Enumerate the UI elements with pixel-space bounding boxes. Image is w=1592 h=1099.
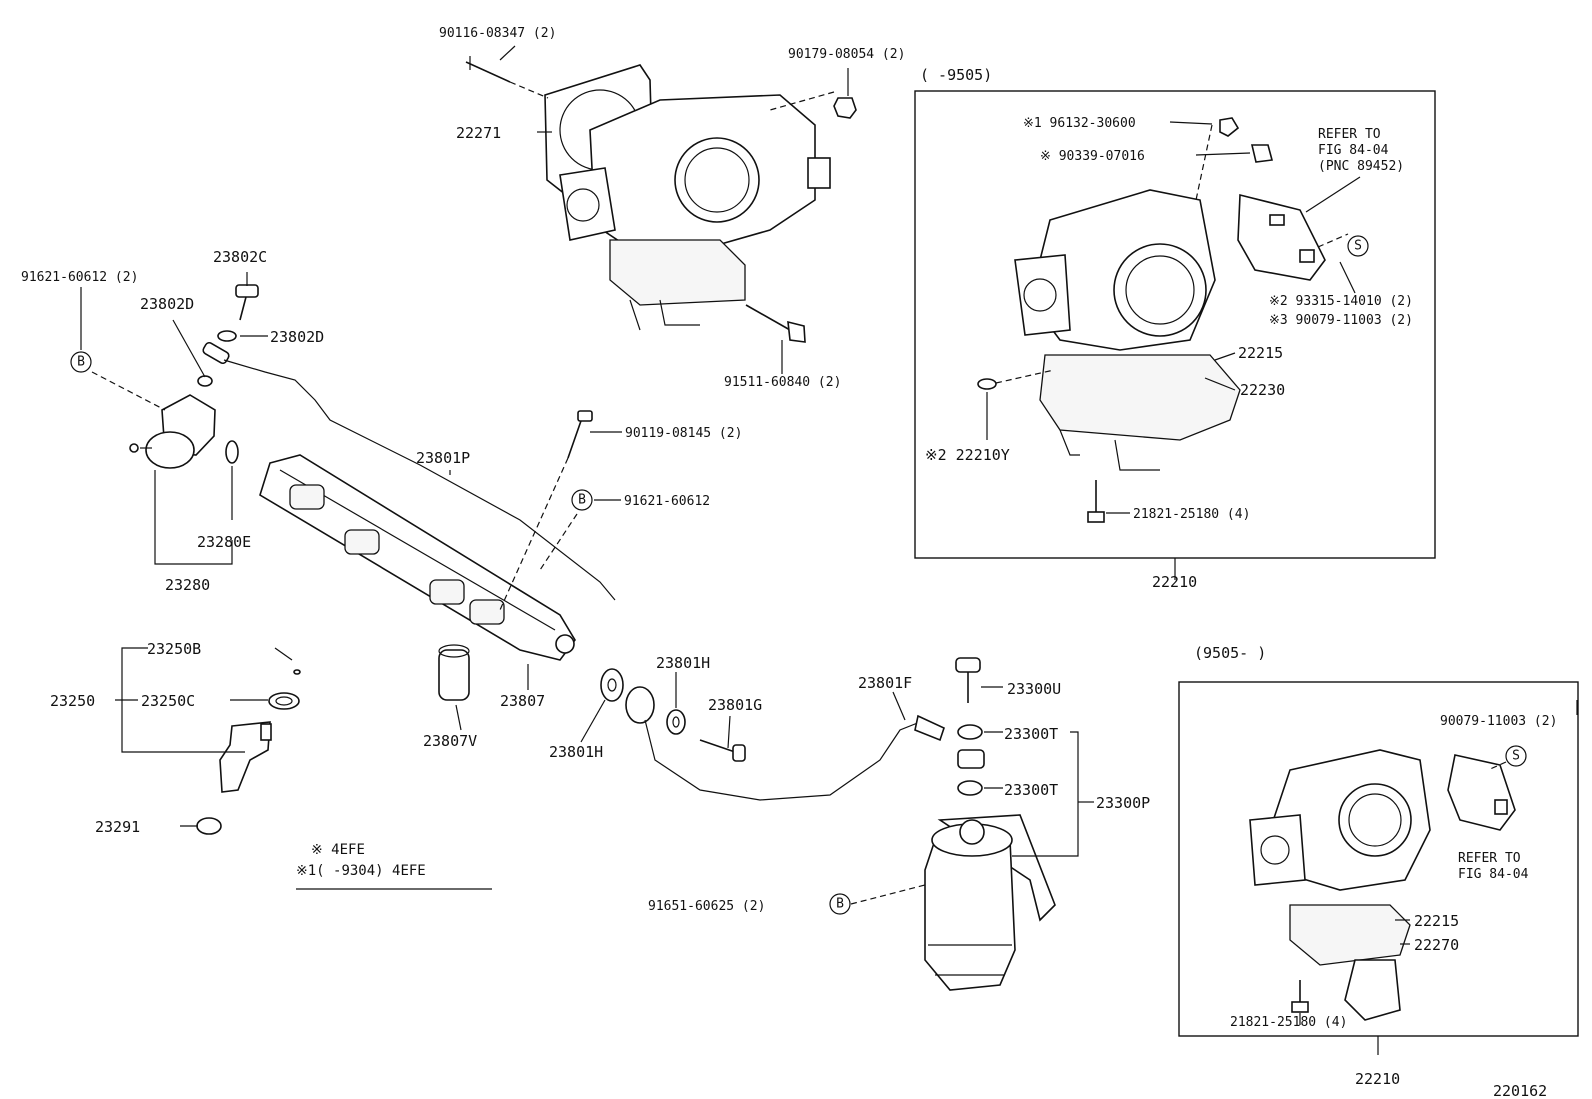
label-23802c: 23802C — [213, 248, 267, 266]
figure-code: 220162 — [1493, 1082, 1547, 1099]
fuel-hose-23801f — [625, 686, 945, 801]
insulator-23807v — [438, 644, 470, 701]
circle-mark-b-filter-label: B — [836, 897, 844, 912]
o-ring-23280e — [225, 440, 239, 464]
sensor-module-inset1 — [1237, 193, 1326, 281]
bolt-91511 — [745, 304, 806, 343]
circle-mark-s-inset2 — [1505, 745, 1527, 767]
bulb-90339 — [1250, 144, 1274, 163]
fitting-23300t — [957, 749, 985, 769]
gasket-22210y — [977, 378, 997, 390]
throttle-body-inset2 — [1249, 749, 1431, 1021]
circle-mark-b-filter — [829, 893, 851, 915]
o-ring-23291 — [196, 817, 222, 835]
bolt-21821-inset1 — [1087, 480, 1105, 523]
inset2-title: (9505- ) — [1194, 644, 1266, 662]
label-23280: 23280 — [165, 576, 210, 594]
label-22215-inset1: 22215 — [1238, 344, 1283, 362]
fuel-filter-23300p — [924, 814, 1056, 991]
throttle-body-inset1 — [1014, 189, 1241, 471]
delivery-pipe-23807 — [259, 454, 576, 661]
label-23801h-bottom: 23801H — [549, 743, 603, 761]
circle-mark-s-inset2-label: S — [1512, 749, 1520, 764]
union-bolt-23801g — [699, 739, 746, 762]
refer-line-3: (PNC 89452) — [1318, 159, 1404, 174]
inset1-title: ( -9505) — [920, 66, 992, 84]
label-22215-inset2: 22215 — [1414, 912, 1459, 930]
refer-line-1: REFER TO — [1318, 127, 1381, 142]
refer2-line-1: REFER TO — [1458, 851, 1521, 866]
label-22230: 22230 — [1240, 381, 1285, 399]
label-90339-07016: ※ 90339-07016 — [1040, 149, 1145, 164]
circle-mark-b-center-label: B — [578, 493, 586, 508]
injector-23250 — [219, 669, 301, 793]
label-90179-08054: 90179-08054 (2) — [788, 47, 905, 62]
circle-mark-b-center — [571, 489, 593, 511]
bolt-90119 — [567, 410, 593, 459]
label-23801f: 23801F — [858, 674, 912, 692]
note-4efe: ※ 4EFE — [311, 842, 365, 858]
bolt-23802c — [235, 284, 259, 321]
circle-mark-b-left — [70, 351, 92, 373]
label-23801g: 23801G — [708, 696, 762, 714]
label-23300t-upper: 23300T — [1004, 725, 1058, 743]
label-22271: 22271 — [456, 124, 501, 142]
nut-90179 — [833, 97, 857, 119]
clip-96132 — [1219, 117, 1240, 137]
label-23291: 23291 — [95, 818, 140, 836]
gasket-23300t-upper — [957, 724, 983, 740]
throttle-body-main — [544, 64, 831, 331]
circle-mark-s-inset1-label: S — [1354, 239, 1362, 254]
label-21821-25180-inset1: 21821-25180 (4) — [1133, 507, 1250, 522]
label-23807: 23807 — [500, 692, 545, 710]
gasket-23300t-lower — [957, 780, 983, 796]
pressure-regulator-23280 — [129, 394, 216, 469]
label-22210-inset1: 22210 — [1152, 573, 1197, 591]
label-23250: 23250 — [50, 692, 95, 710]
circle-mark-s-inset1 — [1347, 235, 1369, 257]
fuel-pipe-23801p — [202, 341, 616, 601]
label-23300u: 23300U — [1007, 680, 1061, 698]
label-91621-60612: 91621-60612 — [624, 494, 710, 509]
label-90116-08347: 90116-08347 (2) — [439, 26, 556, 41]
gasket-23802d-upper — [217, 330, 237, 342]
label-23300t-lower: 23300T — [1004, 781, 1058, 799]
label-23801p: 23801P — [416, 449, 470, 467]
label-23250c: 23250C — [141, 692, 195, 710]
bolt-21821-inset2 — [1291, 980, 1309, 1013]
label-93315-14010: ※2 93315-14010 (2) — [1269, 294, 1413, 309]
circle-mark-b-left-label: B — [77, 355, 85, 370]
label-91651-60625: 91651-60625 (2) — [648, 899, 765, 914]
note-9304-4efe: ※1( -9304) 4EFE — [296, 863, 426, 879]
refer2-line-2: FIG 84-04 — [1458, 867, 1529, 882]
label-22270: 22270 — [1414, 936, 1459, 954]
label-91511-60840: 91511-60840 (2) — [724, 375, 841, 390]
label-23300p: 23300P — [1096, 794, 1150, 812]
label-22210-inset2: 22210 — [1355, 1070, 1400, 1088]
stud-90116 — [465, 56, 511, 83]
label-90079-11003-inset1: ※3 90079-11003 (2) — [1269, 313, 1413, 328]
label-91621-60612-qty: 91621-60612 (2) — [21, 270, 138, 285]
label-90079-11003-inset2: 90079-11003 (2) — [1440, 714, 1557, 729]
gasket-23801h-left — [600, 668, 624, 702]
label-22210y: ※2 22210Y — [925, 446, 1010, 464]
label-23807v: 23807V — [423, 732, 477, 750]
leader-lines — [80, 45, 1578, 1055]
label-23802d-right: 23802D — [270, 328, 324, 346]
gasket-23801h-right — [666, 709, 686, 735]
bolt-23300u — [955, 657, 981, 703]
label-23250b: 23250B — [147, 640, 201, 658]
sensor-module-inset2 — [1447, 754, 1516, 831]
label-23280e: 23280E — [197, 533, 251, 551]
label-21821-25180-inset2: 21821-25180 (4) — [1230, 1015, 1347, 1030]
refer-line-2: FIG 84-04 — [1318, 143, 1389, 158]
gasket-23802d-lower — [197, 375, 213, 387]
label-23801h-top: 23801H — [656, 654, 710, 672]
label-90119-08145: 90119-08145 (2) — [625, 426, 742, 441]
label-96132-30600: ※1 96132-30600 — [1023, 116, 1136, 131]
label-23802d-left: 23802D — [140, 295, 194, 313]
